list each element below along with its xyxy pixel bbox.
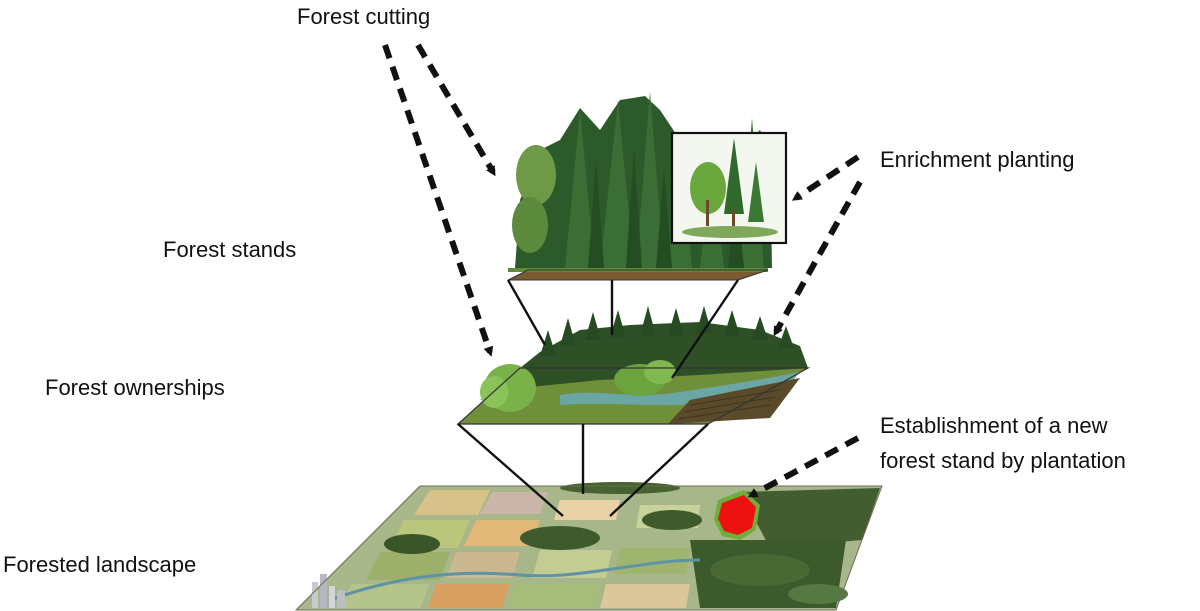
enrichment-planting-inset	[670, 131, 788, 245]
label-forest-stands: Forest stands	[163, 237, 297, 262]
label-establishment-line1: Establishment of a new	[880, 413, 1108, 438]
label-establishment-line2: forest stand by plantation	[880, 448, 1126, 473]
layer-connectors	[457, 279, 739, 517]
label-forest-ownerships: Forest ownerships	[45, 375, 225, 400]
forested-landscape-layer	[294, 482, 883, 611]
dashed-arrows	[382, 43, 863, 498]
arrow-cutting-to-stands	[415, 43, 496, 177]
label-enrichment-planting: Enrichment planting	[880, 147, 1075, 172]
forest-stands-layer	[507, 92, 788, 281]
label-forested-landscape: Forested landscape	[3, 552, 197, 577]
label-forest-cutting: Forest cutting	[297, 4, 431, 29]
arrow-enrichment-to-inset	[791, 154, 860, 201]
arrow-enrichment-to-ownerships	[773, 180, 863, 337]
arrow-cutting-to-ownerships	[382, 44, 494, 357]
arrow-establishment-to-patch	[747, 435, 860, 498]
forest-ownerships-layer	[456, 306, 811, 425]
